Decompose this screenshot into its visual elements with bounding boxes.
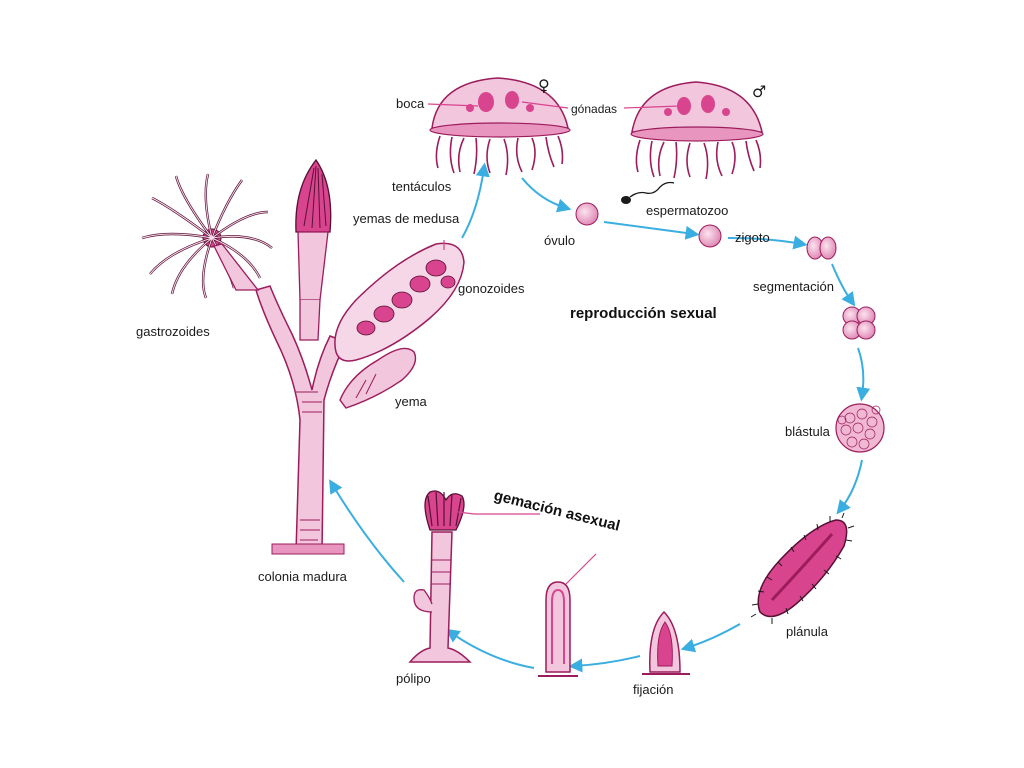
label-polipo: pólipo [396,671,431,686]
male-medusa [630,81,764,180]
female-symbol: ♀ [538,76,550,95]
arrow-to-polyp [445,628,535,669]
arrow-planula-to-fixation [680,623,741,653]
morula-cells [842,306,876,340]
label-planula: plánula [786,624,828,639]
label-boca: boca [396,96,425,111]
sperm-cell [621,181,675,204]
arrow-blastula-to-planula [836,459,863,515]
arrow-segmentation-to-morula [831,263,856,307]
segmentation-cells [806,236,837,260]
fixation-stage [642,610,690,675]
arrow-medusa-to-ovule [521,177,572,213]
blastula-sphere [835,403,885,453]
label-espermatozoo: espermatozoo [646,203,729,218]
label-fijacion: fijación [633,682,674,697]
arrow-polyp-to-colony [329,479,405,583]
polyp [408,490,472,663]
female-medusa [429,77,571,176]
label-segmentacion: segmentación [753,279,834,294]
label-blastula: blástula [785,424,830,439]
zygote-cell [698,224,722,248]
label-gonozoides: gonozoides [458,281,525,296]
arrow-gonozoid-to-medusa [461,162,490,239]
cycle-arrows [329,162,871,673]
male-symbol: ♂ [752,82,767,101]
ovule-cell [575,202,599,226]
label-yemas-medusa: yemas de medusa [353,211,460,226]
label-gastrozoides: gastrozoides [136,324,210,339]
arrow-morula-to-blastula [856,347,871,402]
label-yema: yema [395,394,427,409]
label-ovulo: óvulo [544,233,576,248]
young-polyp [538,581,578,677]
label-zigoto: zigoto [735,230,770,245]
colony-leader-lines [443,240,597,585]
planula-larva [750,512,855,624]
label-gonadas: gónadas [571,102,618,116]
arrow-fixation-to-polyp-stage [568,655,641,673]
mature-colony [141,158,465,555]
title-sexual-reproduction: reproducción sexual [570,305,717,322]
arrow-ovule-to-zygote [603,221,700,240]
medusa-leader-lines [427,101,681,109]
arrow-zygote-to-segmentation [727,235,808,250]
label-colonia: colonia madura [258,569,347,584]
label-tentaculos: tentáculos [392,179,452,194]
